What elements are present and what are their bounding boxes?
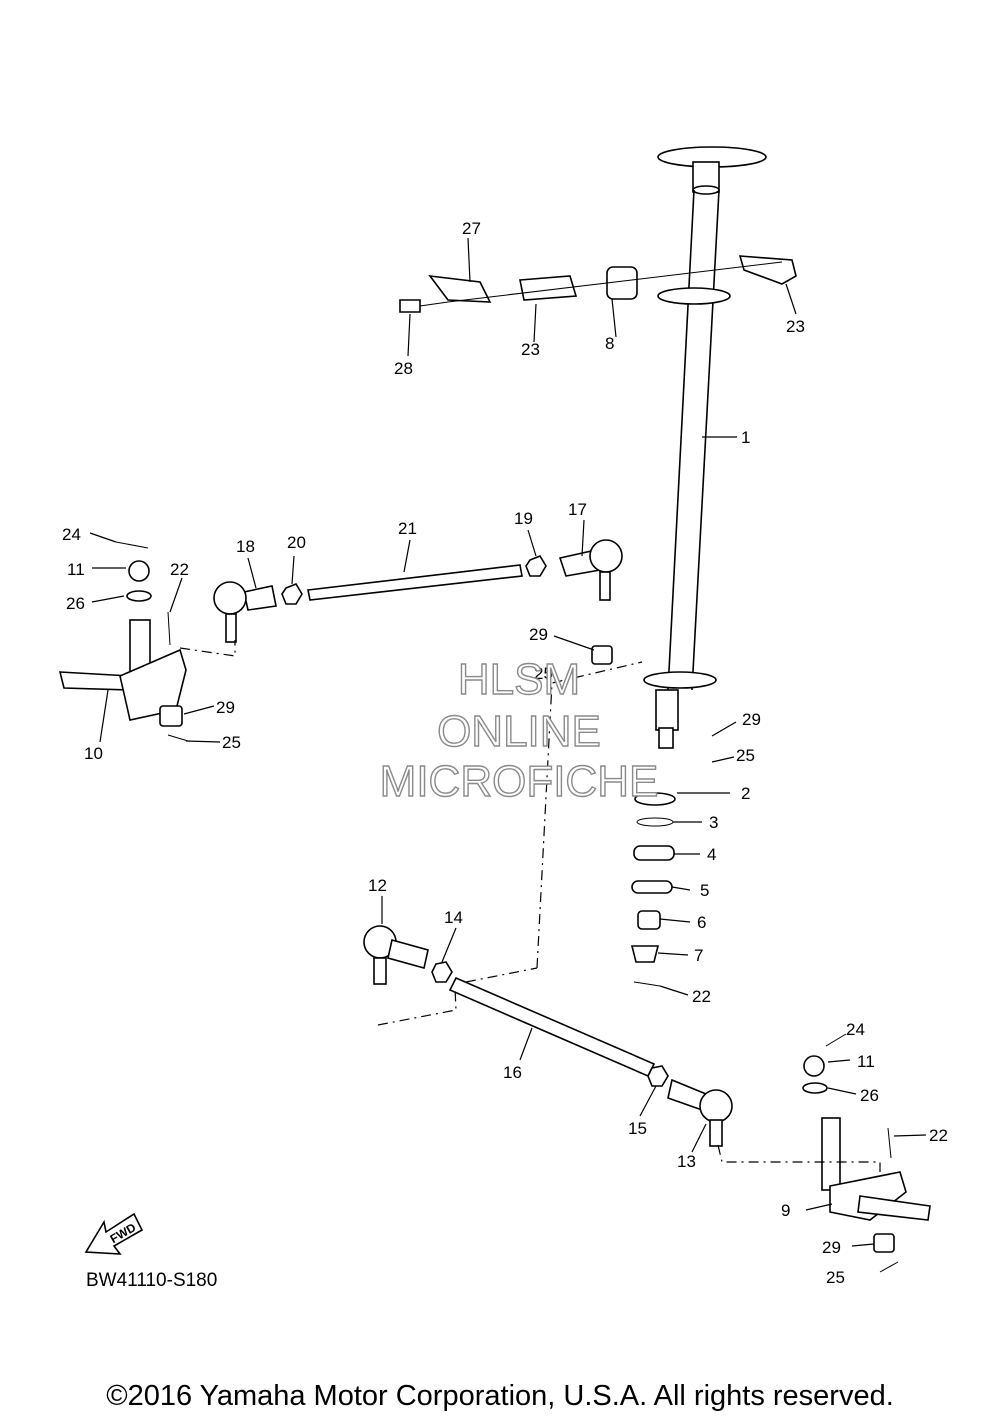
callout-15: 15 — [628, 1119, 647, 1138]
callout-11-right: 11 — [857, 1052, 875, 1071]
callout-23-left: 23 — [521, 340, 540, 359]
callout-22-right: 22 — [929, 1126, 948, 1145]
callout-8: 8 — [605, 334, 614, 353]
callout-24-left: 24 — [62, 525, 81, 544]
leader-lines — [89, 237, 927, 1247]
callout-25-left: 25 — [222, 733, 241, 752]
copyright-notice: ©2016 Yamaha Motor Corporation, U.S.A. A… — [106, 1380, 894, 1412]
callout-25-mid: 25 — [736, 746, 755, 765]
lower-tie-rod — [363, 925, 733, 1147]
upper-joint — [399, 255, 797, 313]
callout-11-left: 11 — [67, 560, 85, 579]
callout-26-left: 26 — [66, 594, 85, 613]
callout-labels: 1 2 3 4 5 6 7 8 9 10 11 11 12 13 14 15 1… — [62, 219, 948, 1287]
callout-29-upper: 29 — [529, 625, 548, 644]
callout-4: 4 — [707, 845, 716, 864]
association-lines — [179, 640, 881, 1172]
callout-25-upper: 25 — [534, 664, 553, 683]
callout-14: 14 — [444, 908, 463, 927]
callout-29-right: 29 — [822, 1238, 841, 1257]
callout-23-right: 23 — [786, 317, 805, 336]
column-stack — [630, 792, 676, 987]
callout-26-right: 26 — [860, 1086, 879, 1105]
callout-1: 1 — [741, 428, 750, 447]
right-knuckle — [802, 1033, 931, 1273]
callout-29-mid: 29 — [742, 710, 761, 729]
callout-17: 17 — [568, 500, 587, 519]
callout-19: 19 — [514, 509, 533, 528]
callout-6: 6 — [697, 913, 706, 932]
callout-21: 21 — [398, 519, 417, 538]
watermark-line-3: MICROFICHE — [380, 757, 659, 806]
callout-2: 2 — [741, 784, 750, 803]
watermark-line-1: HLSM — [458, 655, 580, 704]
callout-3: 3 — [709, 813, 718, 832]
callout-13: 13 — [677, 1152, 696, 1171]
callout-28: 28 — [394, 359, 413, 378]
upper-tie-rod — [213, 539, 623, 665]
callout-18: 18 — [236, 537, 255, 556]
fwd-arrow-icon: FWD — [84, 1212, 144, 1255]
callout-10: 10 — [84, 744, 103, 763]
callout-20: 20 — [287, 533, 306, 552]
callout-22-center: 22 — [692, 987, 711, 1006]
watermark-line-2: ONLINE — [437, 707, 601, 756]
diagram-code: BW41110-S180 — [86, 1270, 218, 1291]
callout-29-left: 29 — [216, 698, 235, 717]
left-knuckle — [58, 541, 189, 742]
callout-22-left: 22 — [170, 560, 189, 579]
callout-9: 9 — [781, 1201, 790, 1220]
callout-7: 7 — [694, 946, 703, 965]
callout-25-right: 25 — [826, 1268, 845, 1287]
callout-27: 27 — [462, 219, 481, 238]
callout-12: 12 — [368, 876, 387, 895]
steering-column — [643, 146, 767, 749]
callout-16: 16 — [503, 1063, 522, 1082]
watermark: HLSM ONLINE MICROFICHE — [379, 654, 659, 806]
callout-5: 5 — [700, 881, 709, 900]
callout-24-right: 24 — [846, 1020, 865, 1039]
